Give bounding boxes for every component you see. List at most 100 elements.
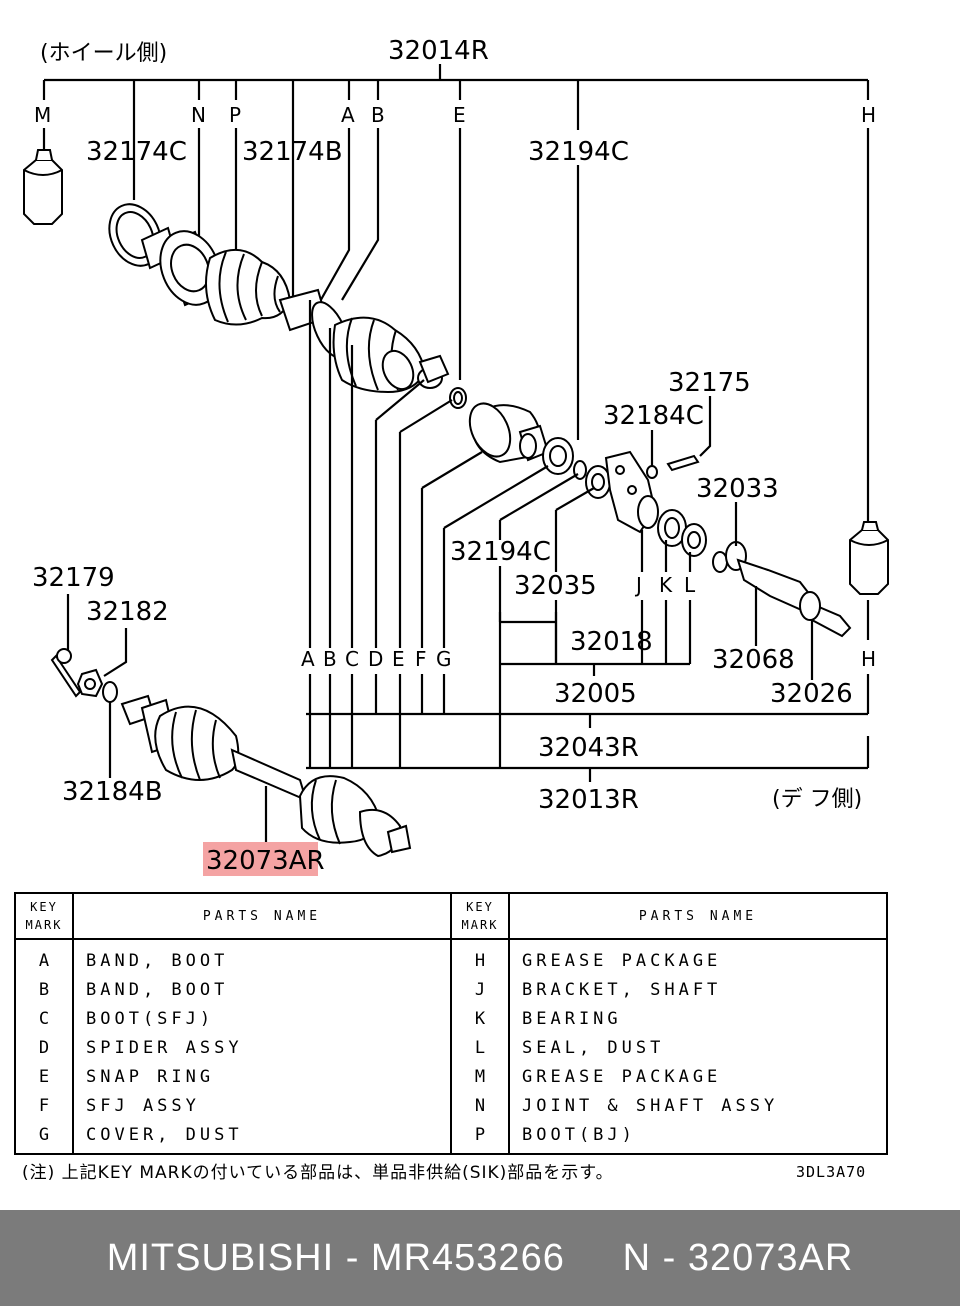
key-mark: K [474,1008,486,1029]
part-label-32035: 32035 [514,571,597,601]
drive-shaft-assembly [120,694,412,858]
highlight-box [203,842,318,876]
table-row: C BOOT(SFJ) [16,1004,450,1033]
part-name: BOOT(BJ) [522,1124,636,1145]
inner-joint-boot-assembly [311,301,467,409]
key-mark-header-right: KEY MARK [452,894,510,938]
key-mark: P [474,1124,486,1145]
part-label-32194C-mid: 32194C [450,537,551,567]
part-name: BEARING [522,1008,622,1029]
grease-package-M-icon [23,149,63,225]
grease-package-H-icon [849,521,889,595]
part-label-32033: 32033 [696,474,779,504]
washer-icon [102,681,118,703]
table-row: K BEARING [452,1004,886,1033]
key-mark: N [474,1095,486,1116]
part-name: SNAP RING [86,1066,215,1087]
key-header-line2-right: MARK [461,918,499,932]
key-letter-B-top: B [371,103,385,127]
cotter-pin-icon [50,648,82,698]
key-letter-G-bottom: G [436,647,452,671]
key-letter-N-top: N [191,103,206,127]
footer-banner: MITSUBISHI - MR453266 N - 32073AR [0,1210,960,1306]
key-letter-A-top: A [341,103,355,127]
part-label-32184B: 32184B [62,777,163,807]
part-label-32014R: 32014R [388,36,489,66]
parts-name-header-right: PARTS NAME [638,908,758,924]
part-name: GREASE PACKAGE [522,1066,722,1087]
table-row: F SFJ ASSY [16,1091,450,1120]
key-letter-K: K [659,573,673,597]
key-letter-L: L [684,573,696,597]
part-name: SEAL, DUST [522,1037,665,1058]
key-header-line2: MARK [25,918,63,932]
table-row: M GREASE PACKAGE [452,1062,886,1091]
part-name: BAND, BOOT [86,950,229,971]
key-mark: A [38,950,50,971]
table-header: KEY MARK PARTS NAME KEY MARK PARTS NAME [16,894,886,940]
key-mark: F [38,1095,50,1116]
part-label-32175: 32175 [668,368,751,398]
key-letter-P-top: P [229,103,241,127]
table-row: D SPIDER ASSY [16,1033,450,1062]
shaft-bracket-assembly [585,450,707,557]
key-mark: D [38,1037,50,1058]
key-mark: L [474,1037,486,1058]
key-letter-D-bottom: D [368,647,383,671]
key-mark: J [474,979,486,1000]
table-row: A BAND, BOOT [16,946,450,975]
parts-key-table: KEY MARK PARTS NAME KEY MARK PARTS NAME … [14,892,888,1155]
exploded-parts-diagram: (ホイール側) 32014R M N P A B E H 32174C 3217… [23,36,889,876]
table-row: J BRACKET, SHAFT [452,975,886,1004]
key-letter-H-top: H [861,103,876,127]
part-label-32013R: 32013R [538,785,639,815]
part-label-32043R: 32043R [538,733,639,763]
dust-cover-and-ring [542,437,587,480]
part-label-32174B: 32174B [242,137,343,167]
part-name: BRACKET, SHAFT [522,979,722,1000]
diff-side-label: (デ フ側) [772,787,862,812]
key-mark: H [474,950,486,971]
key-letter-M-top: M [34,103,51,127]
key-letter-F-bottom: F [415,647,427,671]
footnote: (注) 上記KEY MARKの付いている部品は、単品非供給(SIK)部品を示す。 [22,1163,614,1183]
footer-title: MITSUBISHI - MR453266 N - 32073AR [106,1236,854,1279]
key-mark: M [474,1066,486,1087]
wheel-side-label: (ホイール側) [40,41,167,66]
part-label-32184C: 32184C [603,401,704,431]
table-row: N JOINT & SHAFT ASSY [452,1091,886,1120]
sfj-housing [468,402,550,464]
key-letter-E-top: E [453,103,466,127]
table-row: H GREASE PACKAGE [452,946,886,975]
table-row: B BAND, BOOT [16,975,450,1004]
part-label-32174C: 32174C [86,137,187,167]
part-name: COVER, DUST [86,1124,243,1145]
part-label-32005: 32005 [554,679,637,709]
part-name: GREASE PACKAGE [522,950,722,971]
part-name: BOOT(SFJ) [86,1008,215,1029]
key-letter-C-bottom: C [345,647,359,671]
drawing-code: 3DL3A70 [796,1163,867,1181]
part-name: BAND, BOOT [86,979,229,1000]
key-letter-A-bottom: A [301,647,315,671]
key-header-line1: KEY [30,900,58,914]
key-header-line1-right: KEY [466,900,494,914]
key-letter-B-bottom: B [323,647,337,671]
key-mark: B [38,979,50,1000]
part-name: JOINT & SHAFT ASSY [522,1095,779,1116]
part-label-32182: 32182 [86,597,169,627]
table-row: L SEAL, DUST [452,1033,886,1062]
part-label-32073AR: 32073AR [206,846,325,876]
part-label-32194C-top: 32194C [528,137,629,167]
part-label-32179: 32179 [32,563,115,593]
key-letter-E-bottom: E [392,647,405,671]
part-label-32026: 32026 [770,679,853,709]
part-label-32068: 32068 [712,645,795,675]
key-mark: G [38,1124,50,1145]
part-name: SFJ ASSY [86,1095,200,1116]
key-letter-H-bottom: H [861,647,876,671]
parts-name-header: PARTS NAME [202,908,322,924]
key-mark: C [38,1008,50,1029]
part-name: SPIDER ASSY [86,1037,243,1058]
